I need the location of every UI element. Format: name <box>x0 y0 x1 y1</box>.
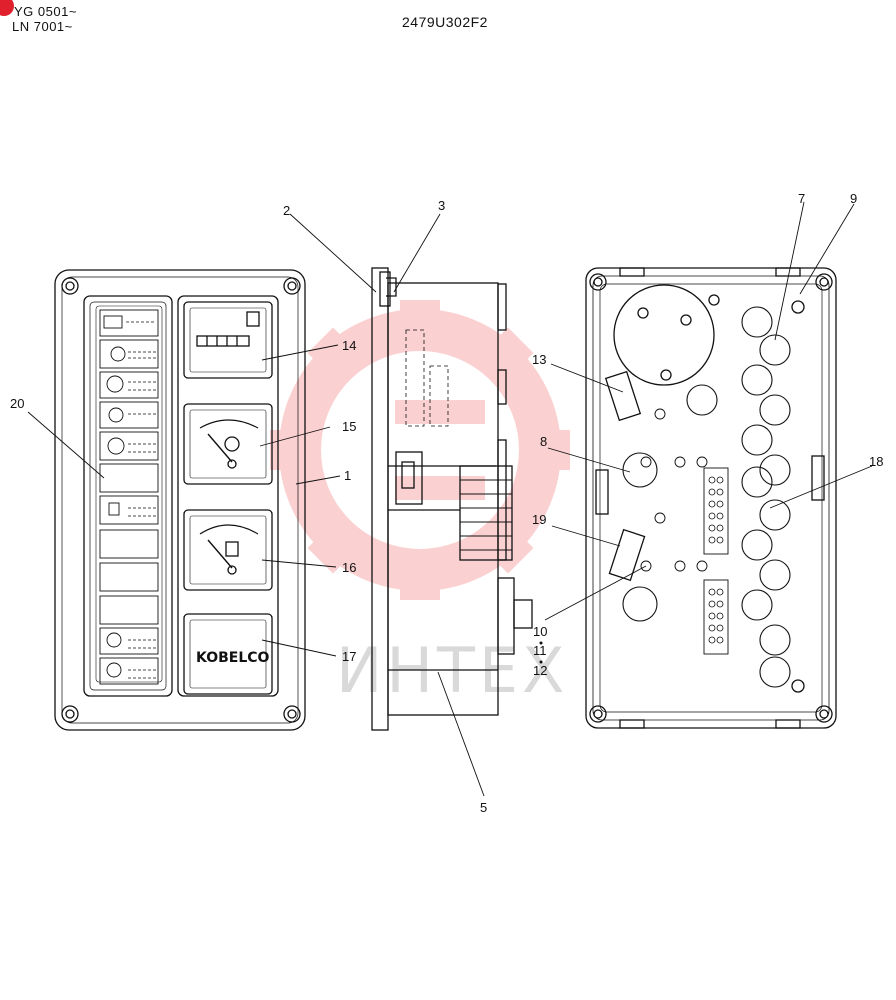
callout-5: 5 <box>480 800 487 815</box>
callout-19: 19 <box>532 512 546 527</box>
callout-20: 20 <box>10 396 24 411</box>
callout-7: 7 <box>798 191 805 206</box>
serial-range-a: YG 0501~ <box>14 4 77 19</box>
callout-17: 17 <box>342 649 356 664</box>
callout-8: 8 <box>540 434 547 449</box>
callout-16: 16 <box>342 560 356 575</box>
callout-13: 13 <box>532 352 546 367</box>
corner-marker <box>0 0 14 16</box>
callout-12: 12 <box>533 663 547 678</box>
callout-3: 3 <box>438 198 445 213</box>
callout-9: 9 <box>850 191 857 206</box>
drawing-number: 2479U302F2 <box>402 14 488 30</box>
leader-lines <box>27 201 873 797</box>
serial-range-b: LN 7001~ <box>12 19 73 34</box>
kobelco-logo: KOBELCO <box>196 650 270 666</box>
callout-11: 11 <box>533 643 547 658</box>
callout-15: 15 <box>342 419 356 434</box>
callout-dot-b <box>539 660 543 664</box>
callout-14: 14 <box>342 338 356 353</box>
callout-dot-a <box>539 641 543 645</box>
callout-18: 18 <box>869 454 883 469</box>
rear-view <box>585 267 837 729</box>
callout-10: 10 <box>533 624 547 639</box>
watermark-logo <box>270 300 570 600</box>
callout-2: 2 <box>283 203 290 218</box>
callout-1: 1 <box>344 468 351 483</box>
side-view <box>371 267 533 731</box>
front-panel <box>54 269 306 731</box>
